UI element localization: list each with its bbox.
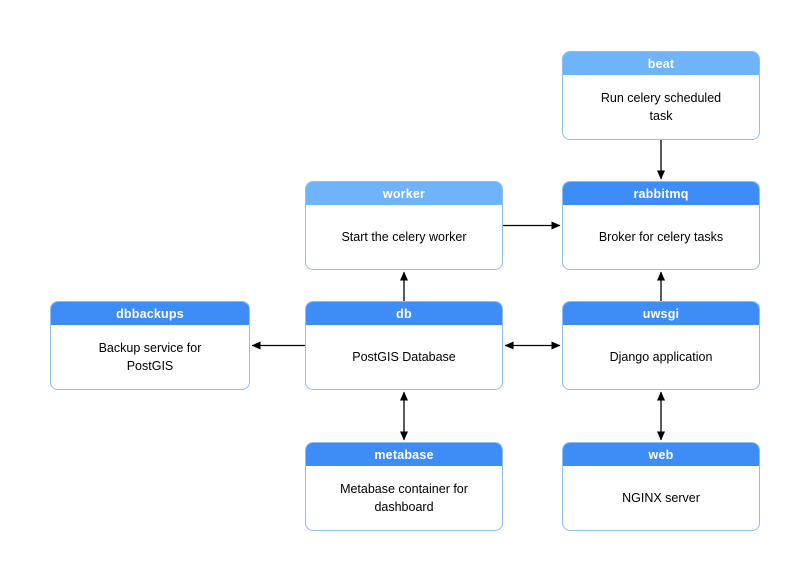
node-db[interactable]: db PostGIS Database	[305, 301, 503, 390]
node-uwsgi[interactable]: uwsgi Django application	[562, 301, 760, 390]
node-beat-text: Run celery scheduled task	[600, 90, 722, 123]
node-web-text: NGINX server	[622, 490, 700, 505]
node-dbbackups-text: Backup service for PostGIS	[98, 340, 202, 373]
node-web-header: web	[563, 443, 759, 466]
node-uwsgi-header: uwsgi	[563, 302, 759, 325]
node-metabase-title: metabase	[374, 447, 434, 462]
node-dbbackups-title: dbbackups	[116, 306, 184, 321]
node-metabase-body: Metabase container for dashboard	[306, 466, 502, 530]
node-db-header: db	[306, 302, 502, 325]
node-web-body: NGINX server	[563, 466, 759, 530]
node-worker-header: worker	[306, 182, 502, 205]
node-db-body: PostGIS Database	[306, 325, 502, 389]
node-uwsgi-title: uwsgi	[642, 306, 680, 321]
node-uwsgi-body: Django application	[563, 325, 759, 389]
node-rabbitmq-title: rabbitmq	[633, 186, 689, 201]
node-uwsgi-text: Django application	[609, 349, 713, 364]
node-beat-title: beat	[647, 56, 675, 71]
node-db-text: PostGIS Database	[352, 349, 456, 364]
node-worker-text: Start the celery worker	[341, 229, 467, 244]
node-rabbitmq-header: rabbitmq	[563, 182, 759, 205]
node-worker-title: worker	[382, 186, 426, 201]
node-web[interactable]: web NGINX server	[562, 442, 760, 531]
node-beat-header: beat	[563, 52, 759, 75]
node-db-title: db	[396, 306, 412, 321]
node-rabbitmq[interactable]: rabbitmq Broker for celery tasks	[562, 181, 760, 270]
node-beat[interactable]: beat Run celery scheduled task	[562, 51, 760, 140]
node-dbbackups-header: dbbackups	[51, 302, 249, 325]
node-rabbitmq-body: Broker for celery tasks	[563, 205, 759, 269]
node-worker[interactable]: worker Start the celery worker	[305, 181, 503, 270]
node-dbbackups-body: Backup service for PostGIS	[51, 325, 249, 389]
node-metabase-header: metabase	[306, 443, 502, 466]
node-dbbackups[interactable]: dbbackups Backup service for PostGIS	[50, 301, 250, 390]
node-metabase-text: Metabase container for dashboard	[340, 481, 468, 514]
node-rabbitmq-text: Broker for celery tasks	[598, 229, 724, 244]
node-web-title: web	[648, 447, 674, 462]
node-metabase[interactable]: metabase Metabase container for dashboar…	[305, 442, 503, 531]
node-beat-body: Run celery scheduled task	[563, 75, 759, 139]
node-worker-body: Start the celery worker	[306, 205, 502, 269]
